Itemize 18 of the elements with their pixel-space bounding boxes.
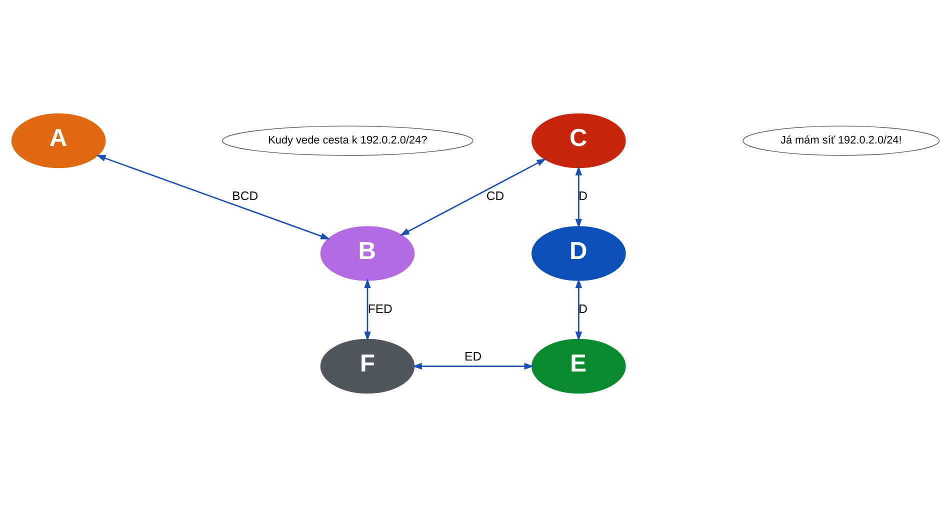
edge-label: CD [486,189,504,204]
edge-label: BCD [232,189,258,204]
node-ellipse: C [532,113,626,168]
node-ellipse: D [532,226,626,281]
arrow [575,278,582,342]
arrow [575,166,582,228]
arrow [364,278,371,342]
node-ellipse: Kudy vede cesta k 192.0.2.0/24? [222,126,474,156]
edge-label: D [578,302,588,316]
node-ellipse: E [532,338,626,394]
edge-label: ED [464,349,482,364]
node-ellipse: F [320,338,415,394]
arrow [400,158,546,236]
edge-label: D [578,189,588,204]
edge-label: FED [368,302,392,316]
arrow [96,154,330,240]
arrow [412,362,534,370]
node-ellipse: Já mám síť 192.0.2.0/24! [742,126,940,156]
